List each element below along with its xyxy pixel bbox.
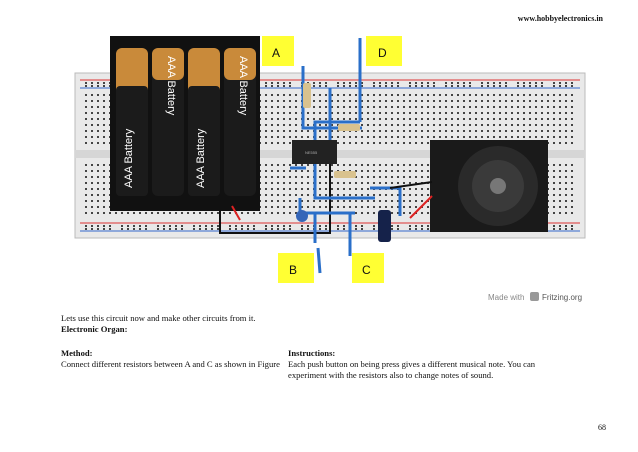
intro-text: Lets use this circuit now and make other… <box>61 313 256 323</box>
credit-brand: Fritzing.org <box>542 293 582 302</box>
label-d: D <box>366 36 402 66</box>
section-title: Electronic Organ: <box>61 324 128 334</box>
resistors <box>303 83 360 178</box>
svg-text:D: D <box>378 46 387 60</box>
ceramic-capacitor <box>296 210 308 222</box>
ic-label: NE555 <box>305 150 318 155</box>
label-c: C <box>352 253 384 283</box>
credit-prefix: Made with <box>488 293 524 302</box>
caption: Lets use this circuit now and make other… <box>61 313 256 335</box>
circuit-figure: AAA Battery AAA Battery AAA Battery AAA … <box>70 28 590 308</box>
battery-label-3: AAA Battery <box>195 128 207 188</box>
svg-text:C: C <box>362 263 371 277</box>
battery-label-4: AAA Battery <box>237 56 249 116</box>
method-section: Method: Connect different resistors betw… <box>61 348 281 370</box>
battery-cells: AAA Battery AAA Battery AAA Battery AAA … <box>116 48 256 196</box>
method-text: Connect different resistors between A an… <box>61 359 280 369</box>
label-b: B <box>278 253 314 283</box>
website-url: www.hobbyelectronics.in <box>517 14 603 23</box>
electrolytic-capacitor <box>378 210 391 242</box>
label-a: A <box>262 36 294 66</box>
instructions-text: Each push button on being press gives a … <box>288 359 536 380</box>
power-wire <box>231 205 241 221</box>
breadboard-diagram: AAA Battery AAA Battery AAA Battery AAA … <box>74 36 586 302</box>
fritzing-logo-icon <box>530 292 539 301</box>
battery-label-2: AAA Battery <box>165 56 177 116</box>
svg-text:A: A <box>272 46 280 60</box>
speaker <box>430 140 548 232</box>
ic-chip <box>292 140 337 164</box>
battery-label-1: AAA Battery <box>123 128 135 188</box>
instructions-heading: Instructions: <box>288 348 336 358</box>
instructions-section: Instructions: Each push button on being … <box>288 348 548 381</box>
page-number: 68 <box>598 423 606 432</box>
method-heading: Method: <box>61 348 93 358</box>
svg-text:B: B <box>289 263 297 277</box>
